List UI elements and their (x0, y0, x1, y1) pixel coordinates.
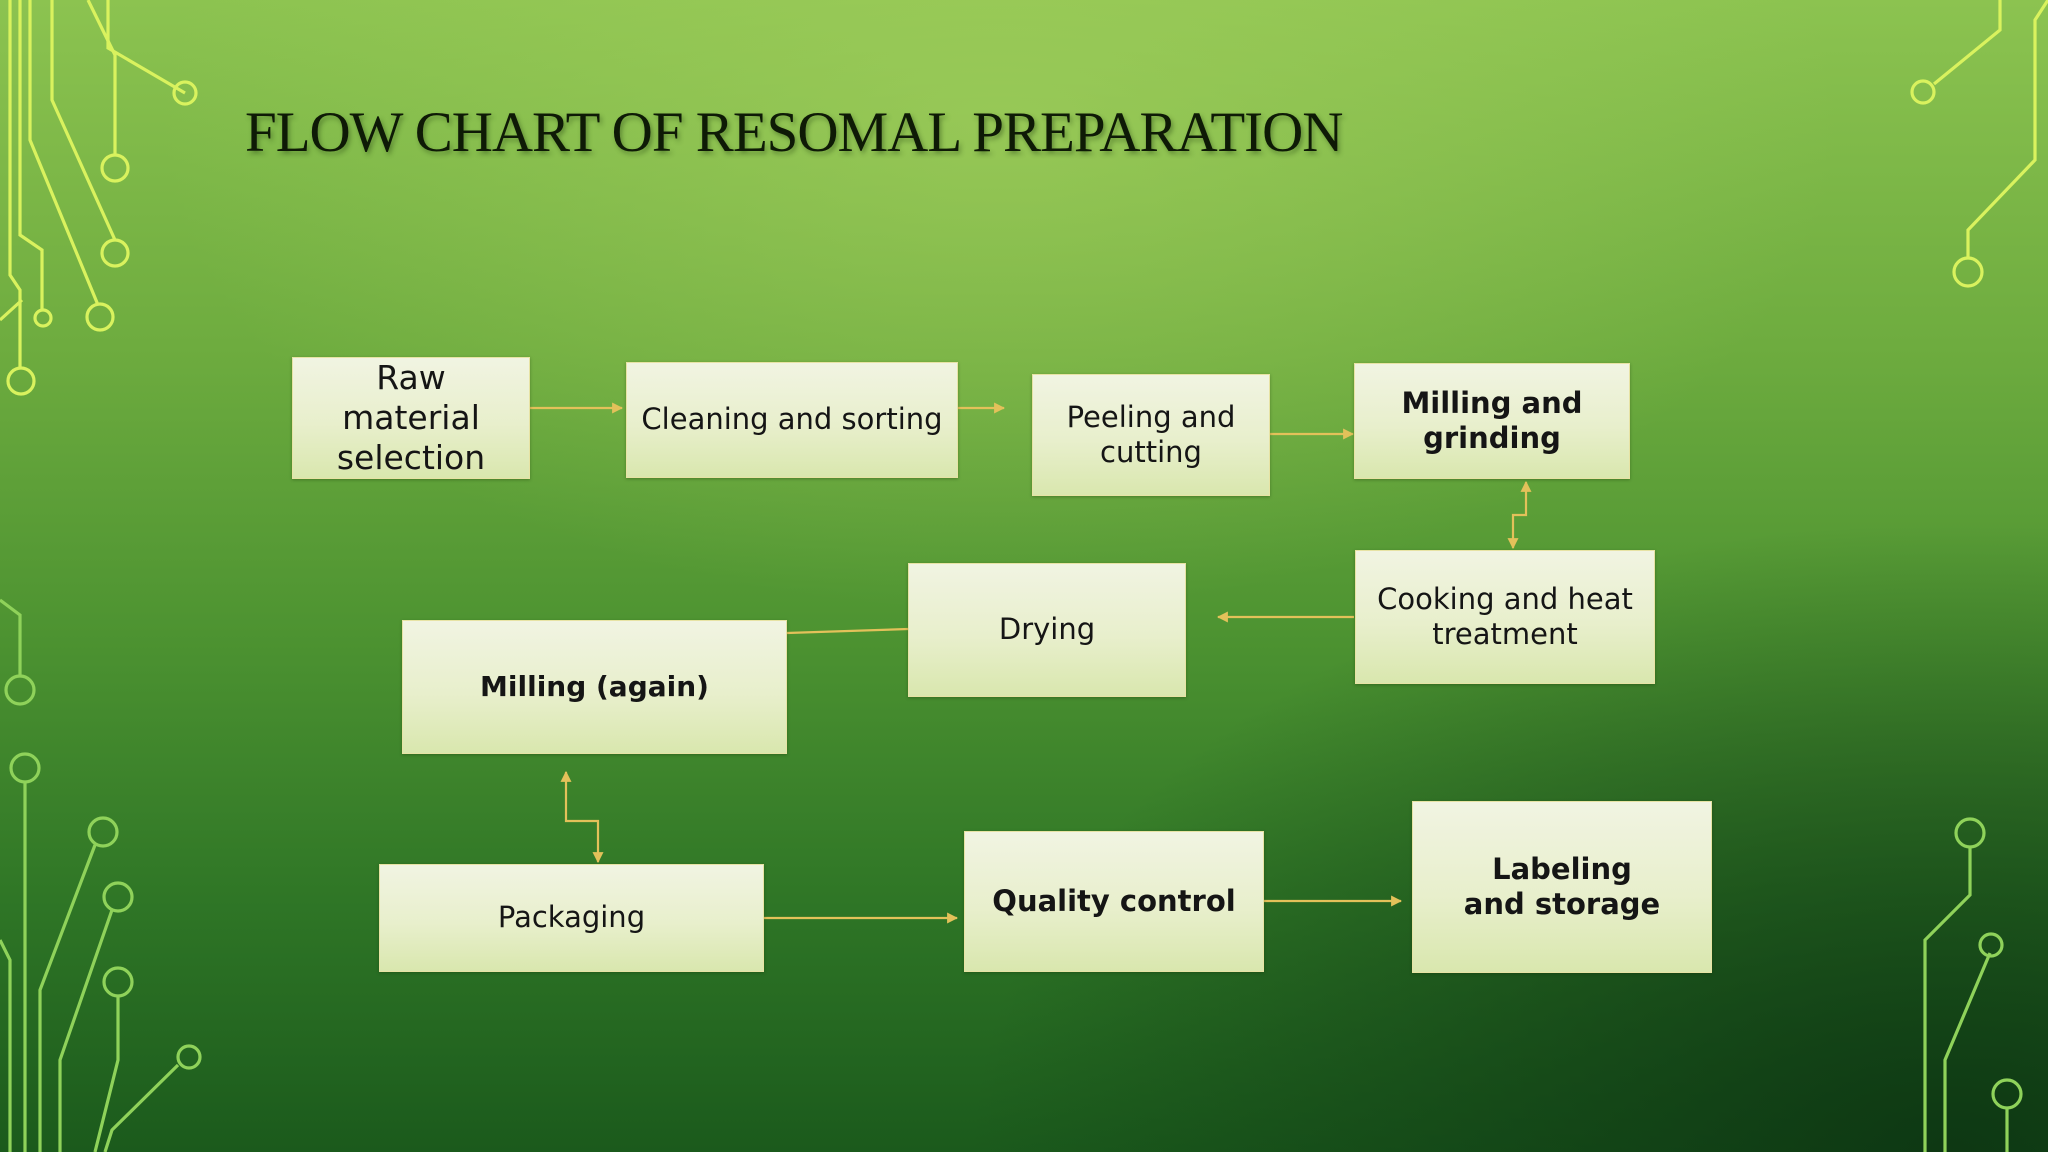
edge-dry-to-mill2 (786, 627, 909, 635)
node-label: Raw material selection (336, 357, 486, 478)
node-milling-and-grinding: Milling and grinding (1354, 363, 1630, 479)
node-label: Cooking and heat treatment (1377, 581, 1633, 651)
node-cooking-and-heat-treatment: Cooking and heat treatment (1355, 550, 1655, 684)
page-title: FLOW CHART OF RESOMAL PREPARATION (245, 101, 1343, 164)
node-label: Peeling and cutting (1066, 399, 1236, 469)
node-labeling-and-storage: Labeling and storage (1412, 801, 1712, 973)
node-drying: Drying (908, 563, 1186, 697)
node-label: Labeling and storage (1463, 851, 1661, 921)
node-packaging: Packaging (379, 864, 764, 972)
node-raw-material-selection: Raw material selection (292, 357, 530, 479)
node-quality-control: Quality control (964, 831, 1264, 972)
node-cleaning-and-sorting: Cleaning and sorting (626, 362, 958, 478)
edge-mill2-to-pack (560, 770, 604, 864)
node-label: Milling (again) (480, 669, 709, 703)
node-peeling-and-cutting: Peeling and cutting (1032, 374, 1270, 496)
node-milling-again: Milling (again) (402, 620, 787, 754)
node-label: Milling and grinding (1401, 385, 1583, 455)
node-label: Drying (998, 612, 1096, 647)
node-label: Quality control (992, 883, 1236, 918)
node-label: Cleaning and sorting (641, 402, 943, 437)
node-label: Packaging (497, 900, 646, 935)
edge-mill1-to-cook (1507, 480, 1532, 550)
